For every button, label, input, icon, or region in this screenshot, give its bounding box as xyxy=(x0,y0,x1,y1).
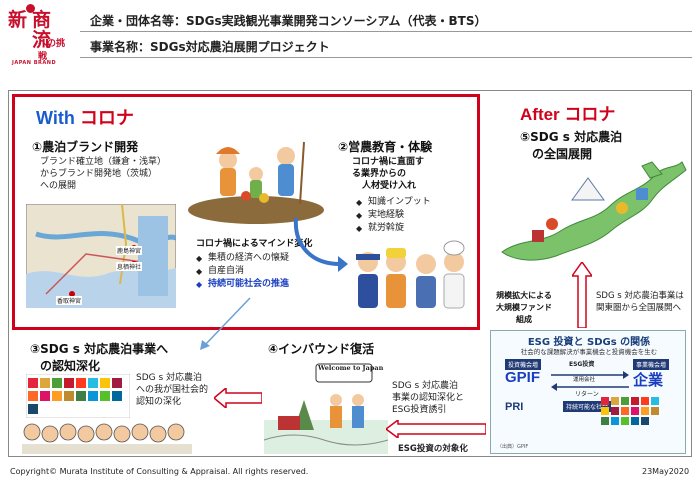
expand-left-line: 大規模ファンド xyxy=(496,303,552,312)
s2-bullets: 知識インプット 実地経験 就労斡旋 xyxy=(356,196,431,235)
expand-right-text: SDG s 対応農泊事業は 関東圏から全国展開へ xyxy=(596,290,684,314)
with-corona-box xyxy=(12,94,480,330)
logo-dot xyxy=(26,4,35,13)
operator-label: 運用会社 xyxy=(573,377,596,383)
workers-illustration xyxy=(356,240,465,309)
flow-arrows-icon xyxy=(551,371,629,391)
esg-flow-tag: ESG投資 xyxy=(569,361,595,368)
mind-bullet: 自産自消 xyxy=(196,265,289,278)
return-label: リターン xyxy=(575,391,599,398)
s1-line: ブランド確立地（鎌倉・浅草） xyxy=(40,157,167,167)
after-corona-label: After コロナ xyxy=(520,105,616,124)
s4-title: ④インバウンド復活 xyxy=(268,342,375,356)
arrow-left-icon xyxy=(386,420,486,438)
s1-line: への展開 xyxy=(40,181,77,191)
s2-line: 人材受け入れ xyxy=(362,181,417,191)
s2-line: コロナ禍に直面す xyxy=(352,157,425,167)
s1-line: からブランド開発地（茨城） xyxy=(40,169,158,179)
expand-left-line: 規模拡大による xyxy=(496,291,552,300)
corona-word: コロナ xyxy=(79,108,134,128)
sustainable-society-tag: 持続可能な社会 xyxy=(563,401,612,412)
brand-logo: 新 商流 への挑戦 JAPAN BRAND xyxy=(8,4,66,72)
s1-text: ブランド確立地（鎌倉・浅草） からブランド開発地（茨城） への展開 xyxy=(40,156,166,192)
expand-left-line: 組成 xyxy=(516,315,532,324)
curved-arrow-icon xyxy=(293,217,348,272)
s5-title: ⑤SDG s 対応農泊 の全国展開 xyxy=(520,128,622,162)
welcome-sign-text: Welcome to Japan xyxy=(318,364,384,372)
esg-target-text: ESG投資の対象化 xyxy=(398,444,468,454)
esg-link-line: SDG s 対応農泊 xyxy=(392,381,459,391)
s3-line: への我が国社会的 xyxy=(136,385,209,395)
project-line: 事業名称：SDGs対応農泊展開プロジェクト xyxy=(80,36,692,58)
company-label: 企業 xyxy=(633,372,664,389)
people-crowd-illustration xyxy=(22,423,192,454)
expand-left-text: 規模拡大による 大規模ファンド 組成 xyxy=(496,290,552,326)
link-arrow-icon xyxy=(200,297,251,350)
s3-title-line: の認知深化 xyxy=(40,359,101,373)
mind-bullet: 持続可能社会の推進 xyxy=(196,278,289,291)
inbound-tourism-illustration xyxy=(264,363,388,454)
region-map xyxy=(26,204,176,308)
map-label: 息栖神社 xyxy=(116,262,143,271)
esg-source: （出典）GPIF xyxy=(497,444,529,450)
esg-link-text: SDG s 対応農泊 事業の認知深化と ESG投資誘引 xyxy=(392,380,464,416)
map-label: 香取神宮 xyxy=(56,296,83,305)
company-tag: 事業機会増 xyxy=(633,359,670,370)
mind-bullets: 集積の経済への懐疑 自産自消 持続可能社会の推進 xyxy=(196,252,289,291)
esg-link-line: ESG投資誘引 xyxy=(392,405,447,415)
expand-right-line: SDG s 対応農泊事業は xyxy=(596,291,684,301)
s5-title-line: の全国展開 xyxy=(532,147,593,161)
japan-map-illustration xyxy=(501,161,687,261)
s2-bullet: 知識インプット xyxy=(356,196,431,209)
copyright: Copyright© Murata Institute of Consultin… xyxy=(10,467,309,476)
esg-diagram: ESG 投資と SDGs の関係 社会的な課題解決が事業機会と投資機会を生む 投… xyxy=(490,330,686,454)
organization-line: 企業・団体名等：SDGs実践観光事業開発コンソーシアム（代表・BTS） xyxy=(80,10,692,32)
logo-text-3: への挑戦 xyxy=(38,39,66,62)
sdgs-icons-grid xyxy=(26,374,130,418)
logo-brand: JAPAN BRAND xyxy=(12,60,57,66)
esg-title: ESG 投資と SDGs の関係 xyxy=(527,337,651,348)
s3-line: SDG s 対応農泊 xyxy=(136,373,203,383)
s2-line: る業界からの xyxy=(352,169,407,179)
sdgs-icons-grid xyxy=(601,397,659,425)
esg-subtitle: 社会的な課題解決が事業機会と投資機会を生む xyxy=(520,348,658,356)
logo-text-2: 商流 xyxy=(32,9,52,51)
esg-link-line: 事業の認知深化と xyxy=(392,393,465,403)
s1-title: ①農泊ブランド開発 xyxy=(32,140,139,154)
content-frame xyxy=(8,90,692,457)
s5-title-line: ⑤SDG s 対応農泊 xyxy=(520,130,623,144)
mind-title: コロナ禍によるマインド変化 xyxy=(196,239,313,249)
with-corona-label: With コロナ xyxy=(36,104,134,130)
arrow-left-icon xyxy=(214,388,262,408)
s2-text: コロナ禍に直面す る業界からの 人材受け入れ xyxy=(352,156,424,192)
arrow-up-icon xyxy=(572,262,592,328)
s2-title: ②営農教育・体験 xyxy=(338,140,433,154)
pri-label: PRI xyxy=(505,401,524,413)
investor-tag: 投資機会増 xyxy=(505,359,542,370)
s3-title: ③SDG s 対応農泊事業へ の認知深化 xyxy=(30,340,168,374)
with-word: With xyxy=(36,108,75,128)
s3-line: 認知の深化 xyxy=(136,397,182,407)
gpif-label: GPIF xyxy=(505,369,541,386)
s3-text: SDG s 対応農泊 への我が国社会的 認知の深化 xyxy=(136,372,208,408)
s3-title-line: ③SDG s 対応農泊事業へ xyxy=(30,342,169,356)
expand-right-line: 関東圏から全国展開へ xyxy=(596,303,682,313)
farm-family-illustration xyxy=(188,141,324,224)
mind-bullet: 集積の経済への懐疑 xyxy=(196,252,289,265)
date: 23May2020 xyxy=(642,467,690,476)
s2-bullet: 実地経験 xyxy=(356,209,431,222)
s2-bullet: 就労斡旋 xyxy=(356,222,431,235)
map-label: 鹿島神宮 xyxy=(116,246,143,255)
logo-text-1: 新 xyxy=(8,9,28,31)
